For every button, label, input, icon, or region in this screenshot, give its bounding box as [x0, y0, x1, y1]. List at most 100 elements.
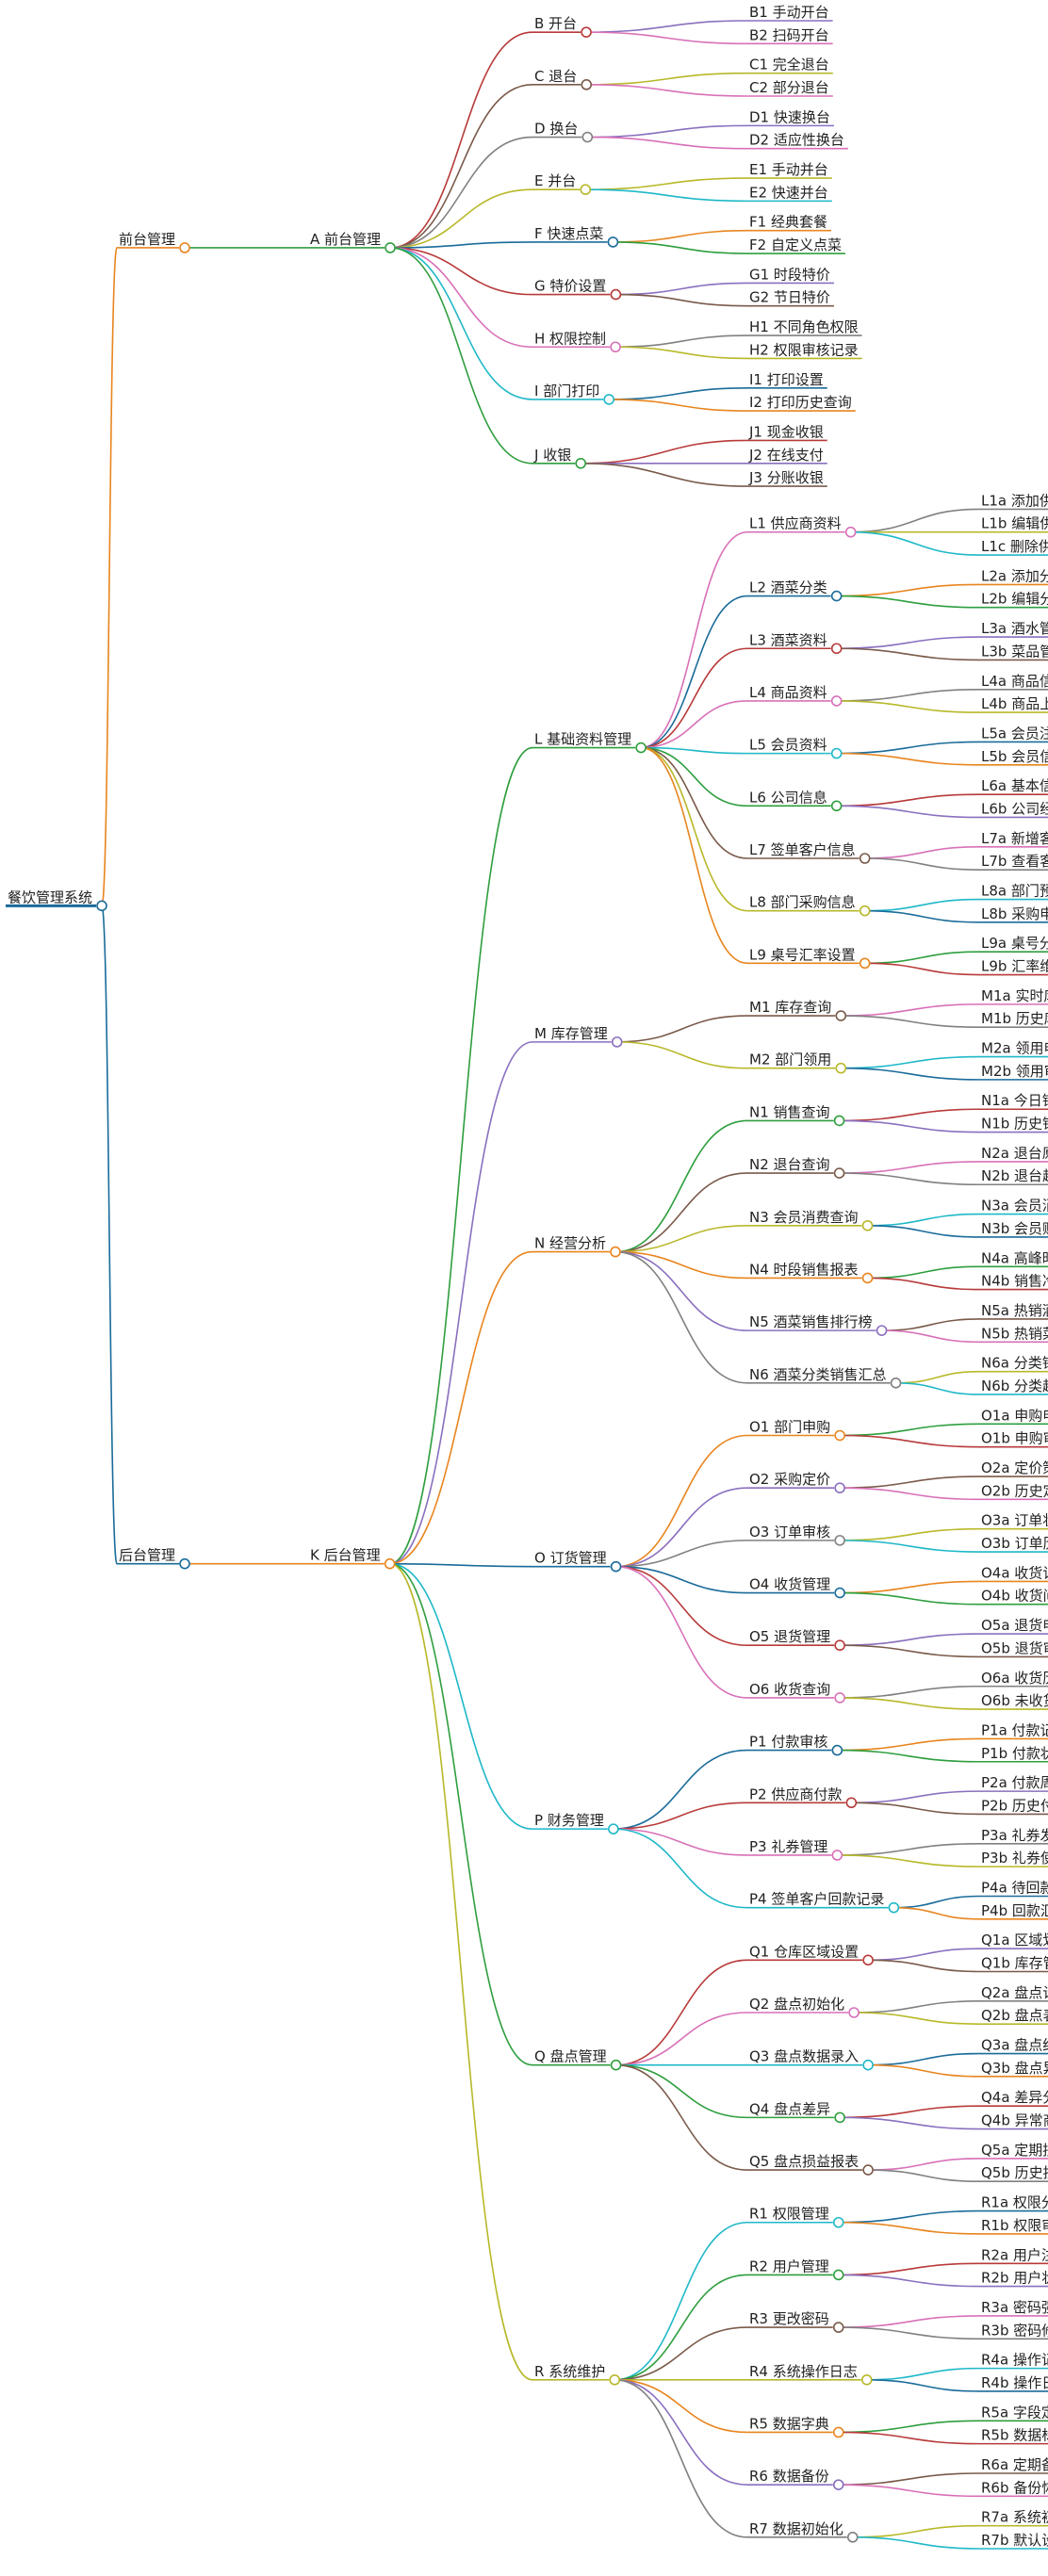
node-label: L8 部门采购信息	[749, 894, 856, 911]
node-label: O6b 未收货记录	[981, 1692, 1048, 1709]
node-label: O4b 收货问题处理	[981, 1588, 1048, 1605]
node-root: 餐饮管理系统	[6, 889, 107, 912]
edge-p4b	[893, 1906, 980, 1920]
collapse-toggle-icon[interactable]	[859, 853, 871, 864]
collapse-toggle-icon[interactable]	[581, 131, 594, 143]
edge-n2a	[839, 1161, 980, 1174]
node-m1a: M1a 实时库存	[979, 987, 1048, 1005]
collapse-toggle-icon[interactable]	[580, 184, 592, 196]
collapse-toggle-icon[interactable]	[834, 2111, 845, 2124]
collapse-toggle-icon[interactable]	[835, 1010, 847, 1021]
collapse-toggle-icon[interactable]	[833, 1115, 845, 1127]
node-r: R 系统维护	[532, 2363, 621, 2386]
collapse-toggle-icon[interactable]	[876, 1325, 888, 1336]
collapse-toggle-icon[interactable]	[834, 1429, 845, 1442]
collapse-toggle-icon[interactable]	[384, 1557, 396, 1570]
node-b1: B1 手动开台	[747, 4, 833, 22]
collapse-toggle-icon[interactable]	[888, 1901, 900, 1914]
collapse-toggle-icon[interactable]	[611, 1036, 623, 1048]
node-n4a: N4a 高峰时段分析	[979, 1249, 1048, 1268]
node-r5b: R5b 数据标准化	[979, 2427, 1048, 2445]
collapse-toggle-icon[interactable]	[861, 1272, 874, 1284]
edge-o3b	[840, 1540, 980, 1553]
node-n3b: N3b 会员购买习惯	[979, 1220, 1048, 1238]
edge-q3b	[868, 2063, 980, 2078]
edge-q1b	[868, 1959, 980, 1973]
node-label: R6a 定期备份设置	[981, 2456, 1048, 2473]
node-label: P4a 待回款客户	[981, 1879, 1048, 1896]
node-label: Q2a 盘点计划设置	[981, 1984, 1048, 2001]
collapse-toggle-icon[interactable]	[581, 79, 593, 90]
edge-l4b	[836, 700, 980, 713]
collapse-toggle-icon[interactable]	[861, 1219, 874, 1231]
collapse-toggle-icon[interactable]	[845, 1797, 858, 1809]
node-label: Q2 盘点初始化	[749, 1996, 844, 2013]
collapse-toggle-icon[interactable]	[844, 526, 857, 538]
node-label: G1 时段特价	[749, 266, 830, 283]
collapse-toggle-icon[interactable]	[846, 2532, 859, 2543]
edge-o6b	[840, 1697, 980, 1710]
node-label: M1a 实时库存	[981, 987, 1048, 1004]
edge-n5b	[881, 1329, 980, 1344]
collapse-toggle-icon[interactable]	[860, 2373, 873, 2386]
node-label: L9b 汇率维护	[981, 958, 1048, 975]
node-label: N2a 退台原因分析	[981, 1145, 1048, 1162]
edge-m2	[616, 1041, 748, 1069]
collapse-toggle-icon[interactable]	[385, 242, 396, 253]
collapse-toggle-icon[interactable]	[830, 590, 843, 602]
collapse-toggle-icon[interactable]	[581, 26, 592, 38]
collapse-toggle-icon[interactable]	[834, 1535, 845, 1546]
collapse-toggle-icon[interactable]	[862, 2164, 874, 2176]
collapse-toggle-icon[interactable]	[830, 643, 843, 655]
collapse-toggle-icon[interactable]	[834, 1692, 845, 1704]
collapse-toggle-icon[interactable]	[832, 2426, 844, 2438]
collapse-toggle-icon[interactable]	[832, 2269, 844, 2281]
edge-i1	[609, 386, 748, 400]
collapse-toggle-icon[interactable]	[607, 236, 619, 248]
collapse-toggle-icon[interactable]	[859, 905, 871, 917]
collapse-toggle-icon[interactable]	[835, 1062, 847, 1074]
edge-b2	[586, 31, 748, 45]
collapse-toggle-icon[interactable]	[610, 1246, 621, 1258]
collapse-toggle-icon[interactable]	[608, 1823, 619, 1834]
collapse-toggle-icon[interactable]	[834, 1639, 845, 1652]
node-label: H 权限控制	[534, 330, 606, 347]
collapse-toggle-icon[interactable]	[831, 1850, 843, 1861]
collapse-toggle-icon[interactable]	[834, 1482, 845, 1493]
node-r4a: R4a 操作记录查询	[979, 2352, 1048, 2370]
node-label: F2 自定义点菜	[749, 236, 842, 253]
collapse-toggle-icon[interactable]	[610, 2059, 622, 2071]
collapse-toggle-icon[interactable]	[830, 695, 843, 707]
collapse-toggle-icon[interactable]	[834, 1587, 845, 1599]
edge-o3a	[840, 1527, 980, 1541]
collapse-toggle-icon[interactable]	[830, 800, 843, 812]
node-r6a: R6a 定期备份设置	[979, 2456, 1048, 2474]
collapse-toggle-icon[interactable]	[610, 341, 621, 353]
collapse-toggle-icon[interactable]	[890, 1378, 902, 1389]
node-n6: N6 酒菜分类销售汇总	[747, 1366, 902, 1389]
collapse-toggle-icon[interactable]	[610, 288, 622, 301]
node-label: Q3 盘点数据录入	[749, 2048, 859, 2065]
edge-n6	[614, 1250, 748, 1384]
collapse-toggle-icon[interactable]	[833, 1167, 845, 1179]
collapse-toggle-icon[interactable]	[862, 1954, 874, 1966]
collapse-toggle-icon[interactable]	[96, 900, 107, 912]
collapse-toggle-icon[interactable]	[635, 742, 647, 754]
collapse-toggle-icon[interactable]	[832, 2216, 844, 2228]
collapse-toggle-icon[interactable]	[862, 2059, 874, 2071]
collapse-toggle-icon[interactable]	[603, 394, 615, 405]
collapse-toggle-icon[interactable]	[830, 747, 843, 759]
collapse-toggle-icon[interactable]	[575, 457, 587, 469]
node-label: L4 商品资料	[749, 684, 827, 701]
edge-m2b	[841, 1067, 980, 1081]
collapse-toggle-icon[interactable]	[832, 2479, 844, 2490]
collapse-toggle-icon[interactable]	[848, 2007, 860, 2018]
collapse-toggle-icon[interactable]	[831, 1744, 843, 1756]
collapse-toggle-icon[interactable]	[609, 2373, 621, 2386]
collapse-toggle-icon[interactable]	[610, 1560, 622, 1573]
node-p4: P4 签单客户回款记录	[747, 1891, 900, 1914]
collapse-toggle-icon[interactable]	[179, 1557, 190, 1570]
collapse-toggle-icon[interactable]	[832, 2322, 844, 2333]
collapse-toggle-icon[interactable]	[179, 242, 190, 253]
collapse-toggle-icon[interactable]	[859, 957, 871, 970]
